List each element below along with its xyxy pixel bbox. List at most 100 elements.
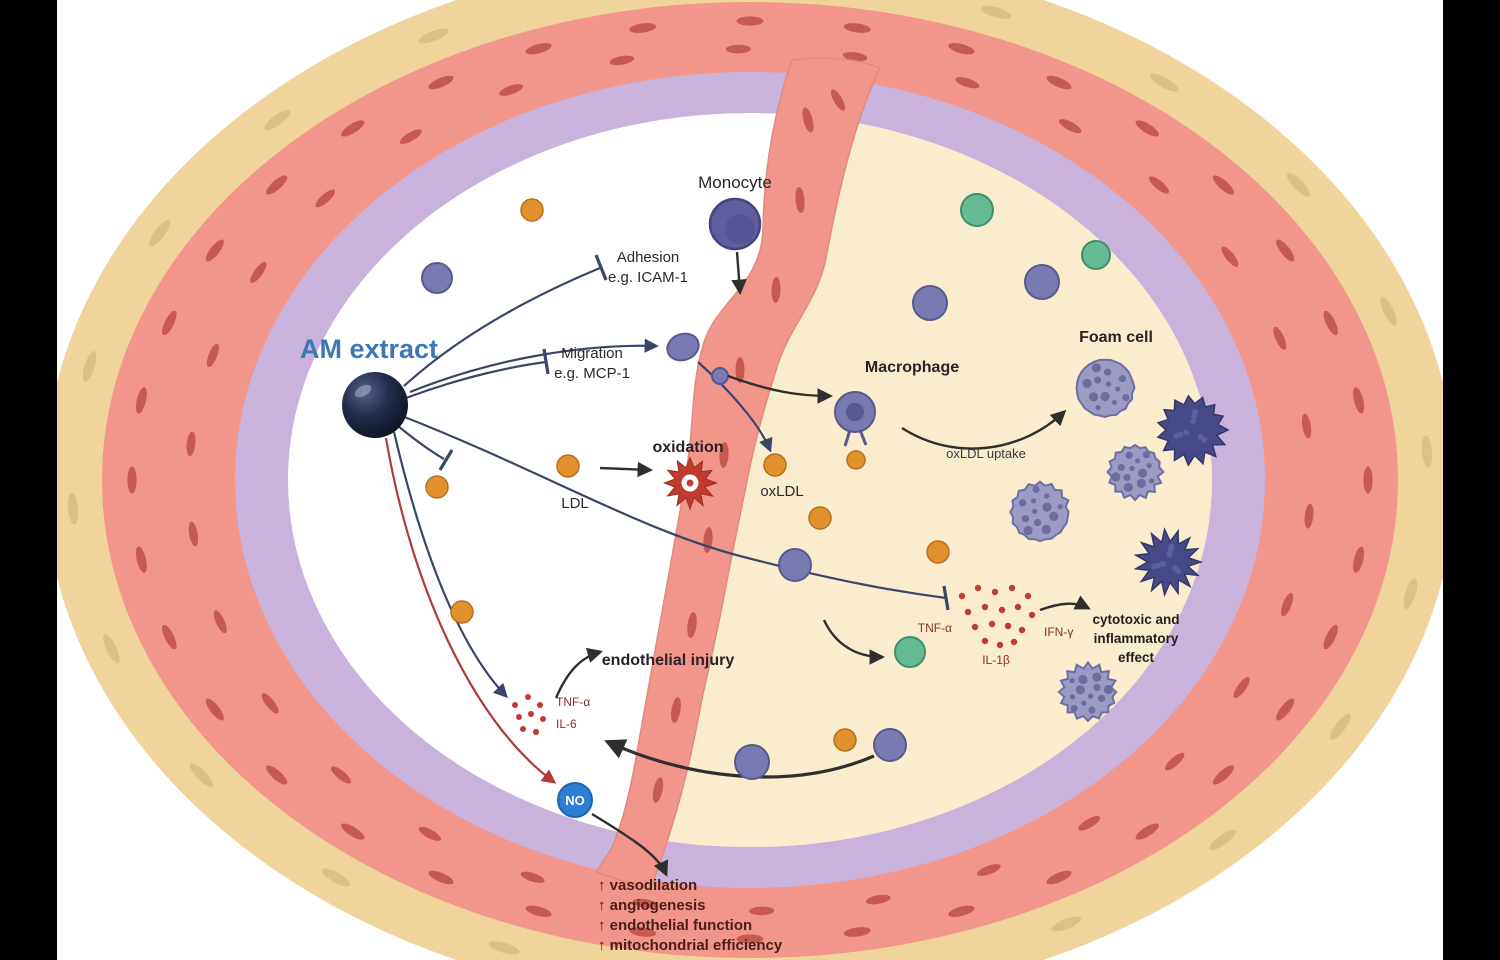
foam-cell-granule xyxy=(1075,685,1085,695)
smooth-muscle-nucleus xyxy=(1301,413,1312,439)
smooth-muscle-nucleus xyxy=(189,763,214,788)
smooth-muscle-nucleus xyxy=(525,43,552,55)
smooth-muscle-nucleus xyxy=(865,894,891,905)
no-to-effects-arrow xyxy=(591,812,669,877)
smooth-muscle-nucleus xyxy=(632,898,658,909)
foam-cell-body xyxy=(1009,480,1070,543)
smooth-muscle-nucleus xyxy=(1148,176,1170,194)
oxldl-particle xyxy=(763,453,787,477)
foam-cell-granule xyxy=(1034,519,1042,527)
necrotic-foam-cell xyxy=(1156,394,1230,467)
adhesion-label-line2: e.g. ICAM-1 xyxy=(608,269,688,286)
to-endothelial-injury-arrow xyxy=(392,431,508,699)
foam-cell-granule xyxy=(1094,376,1102,384)
monocyte-nucleus xyxy=(725,214,755,244)
am-extract-particle xyxy=(342,372,408,438)
ldl-particle xyxy=(846,450,866,470)
macrophage-label: Macrophage xyxy=(865,359,959,376)
foam-cell-granule xyxy=(1123,482,1133,492)
am-extract-highlight xyxy=(354,384,372,398)
cytokine-dot xyxy=(1018,626,1026,634)
cytokine-dot xyxy=(1008,584,1016,592)
foam-cell-granule xyxy=(1149,478,1155,484)
il1-beta-label: IL-1β xyxy=(982,653,1010,667)
foam-cell-granule xyxy=(1123,473,1131,482)
foam-cell-granule xyxy=(1125,451,1133,459)
foam-cell-granule xyxy=(1100,391,1110,402)
ldl-particle xyxy=(450,600,474,624)
oxidation-burst-icon xyxy=(662,456,718,511)
smooth-muscle-nucleus xyxy=(1135,823,1159,840)
smooth-muscle-nucleus xyxy=(428,870,454,885)
foam-cell-granule xyxy=(1057,504,1063,510)
foam-cell-granule xyxy=(1095,405,1101,411)
smooth-muscle-nucleus xyxy=(1286,172,1311,197)
foam-cell-granule xyxy=(1091,363,1101,373)
smooth-muscle-nucleus xyxy=(1212,175,1234,195)
foam-cell-granule xyxy=(1088,693,1094,699)
smooth-muscle-nucleus xyxy=(980,5,1012,19)
foam-cell-granule xyxy=(1081,700,1087,706)
cytokine-dot xyxy=(537,702,543,708)
smooth-muscle-nucleus xyxy=(315,189,336,208)
letterbox-right xyxy=(1443,0,1500,960)
cytotoxic-label-line1: cytotoxic and xyxy=(1092,612,1179,627)
macrophage-cell-small xyxy=(873,728,907,762)
smooth-muscle-nucleus xyxy=(1051,916,1082,932)
cytotoxic-label-line3: effect xyxy=(1118,650,1155,665)
smooth-muscle-nucleus xyxy=(206,343,219,368)
cytokine-dot xyxy=(991,588,999,596)
smooth-muscle-nucleus xyxy=(948,905,975,917)
foam-cell-granule xyxy=(1088,706,1096,714)
foam-cell-granule xyxy=(1069,678,1075,684)
foam-cell-granule xyxy=(1142,451,1150,459)
smooth-muscle-nucleus xyxy=(1329,713,1351,740)
necrotic-foam-cell-granule xyxy=(1175,568,1181,574)
smooth-muscle-nucleus xyxy=(162,624,177,650)
smooth-muscle-nucleus xyxy=(488,941,520,955)
foam-cell-granule xyxy=(1018,499,1027,507)
inhibit-ldl-tbar xyxy=(438,449,454,471)
necrotic-foam-cell-granule xyxy=(1151,563,1158,570)
smooth-muscle-nucleus xyxy=(428,75,454,90)
cytokine-dot xyxy=(958,592,966,600)
foam-cell xyxy=(1075,358,1136,419)
smooth-muscle-nucleus xyxy=(321,868,351,887)
bottom-effects-list: ↑ vasodilation ↑ angiogenesis ↑ endothel… xyxy=(598,877,783,954)
smooth-muscle-nucleus xyxy=(1221,246,1239,267)
effect-item-vasodilation: ↑ vasodilation xyxy=(598,877,697,894)
smooth-muscle-nucleus xyxy=(948,43,975,55)
inhibit-adhesion-arrow xyxy=(403,266,601,387)
smooth-muscle-nucleus xyxy=(186,431,196,457)
foam-cell-granule xyxy=(1023,525,1033,536)
ldl-particle xyxy=(425,475,449,499)
smooth-muscle-nucleus xyxy=(1046,75,1072,90)
t-cell xyxy=(960,193,994,227)
foam-cell-granule xyxy=(1049,511,1059,521)
left-lumen-contents: AM extract Monocyte Adhesion e.g. ICAM-1… xyxy=(300,173,950,877)
cytokine-dot xyxy=(981,637,989,645)
necrotic-foam-cell-granule xyxy=(1173,433,1180,439)
smooth-muscle-nucleus xyxy=(1276,698,1295,721)
foam-cell-granule xyxy=(1097,694,1106,703)
band-muscle-nucleus xyxy=(802,107,814,133)
necrotic-foam-cell-granule xyxy=(1201,436,1208,443)
foam-cell-granule xyxy=(1042,502,1052,512)
foam-cell-label: Foam cell xyxy=(1079,329,1153,346)
smooth-muscle-nucleus xyxy=(1058,119,1082,134)
to-tcell-arrow xyxy=(822,619,886,665)
smooth-muscle-nucleus xyxy=(330,766,352,784)
necrotic-foam-cell-granule xyxy=(1190,418,1197,425)
macrophage-leg xyxy=(843,429,852,447)
migrating-monocyte xyxy=(666,332,700,362)
smooth-muscle-nucleus xyxy=(266,765,288,785)
smooth-muscle-nucleus xyxy=(135,387,147,414)
monocyte-cell-small xyxy=(421,262,453,294)
cytotoxic-label-line2: inflammatory xyxy=(1094,631,1179,646)
inhibit-migration-arrow xyxy=(405,360,547,400)
smooth-muscle-nucleus xyxy=(162,310,177,336)
smooth-muscle-nucleus xyxy=(205,239,224,262)
necrotic-foam-cell-body xyxy=(1156,394,1230,467)
smooth-muscle-nucleus xyxy=(629,927,657,937)
